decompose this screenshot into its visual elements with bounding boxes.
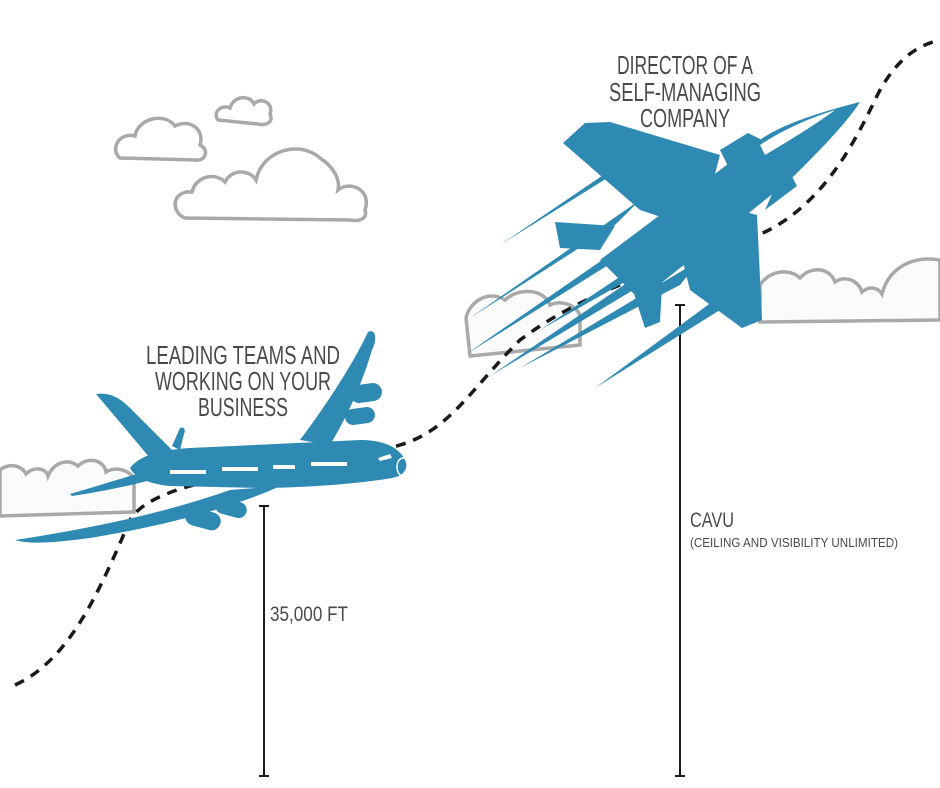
airliner-icon <box>15 331 410 543</box>
cloud-large-top <box>173 147 369 223</box>
altitude-marker-low <box>259 505 269 777</box>
altitude-low-label: 35,000 FT <box>270 603 348 626</box>
cloud-small-top <box>113 116 208 162</box>
cloud-tiny-top <box>214 96 273 127</box>
airliner-caption-line-2: WORKING ON YOUR <box>155 366 331 396</box>
jet-caption: DIRECTOR OF A SELF-MANAGING COMPANY <box>609 50 761 133</box>
airliner-caption-line-3: BUSINESS <box>198 392 288 422</box>
altitude-marker-high <box>675 304 685 777</box>
airliner-caption: LEADING TEAMS AND WORKING ON YOUR BUSINE… <box>146 340 340 422</box>
fighter-jet-icon <box>465 102 860 388</box>
cloud-bank-right <box>758 257 940 324</box>
jet-caption-line-2: SELF-MANAGING <box>609 77 761 107</box>
cloud-bank-middle <box>464 289 582 358</box>
airliner-caption-line-1: LEADING TEAMS AND <box>146 340 340 370</box>
cloud-bank-left <box>0 458 136 518</box>
jet-caption-line-3: COMPANY <box>640 103 730 133</box>
jet-caption-line-1: DIRECTOR OF A <box>617 50 753 80</box>
altitude-high-subtitle: (CEILING AND VISIBILITY UNLIMITED) <box>690 535 898 550</box>
altitude-high-title: CAVU <box>690 509 734 532</box>
